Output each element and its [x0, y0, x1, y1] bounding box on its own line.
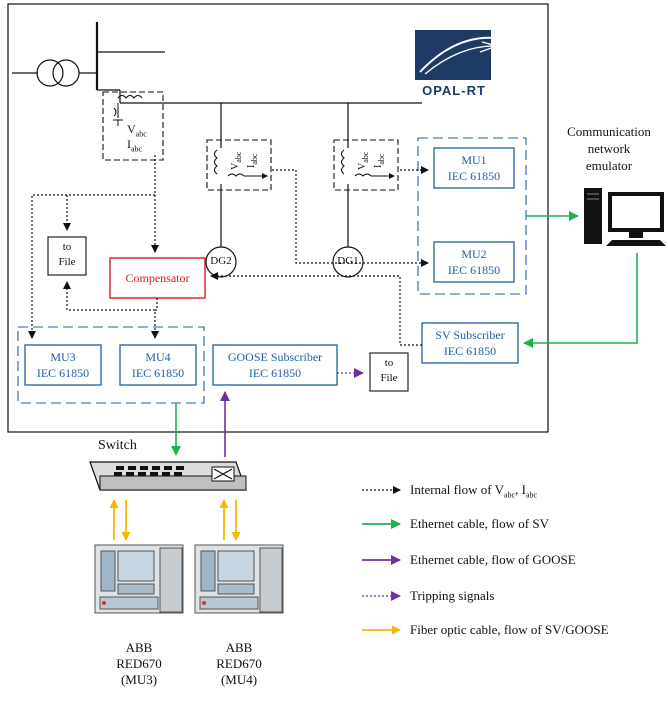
- transformer-icon: [37, 60, 63, 86]
- switch-icon: [90, 462, 246, 490]
- legend-internal-flow: Internal flow of Vabc, Iabc: [410, 482, 537, 500]
- compensator-label: Compensator: [110, 270, 205, 286]
- switch-label: Switch: [98, 438, 137, 454]
- legend-sv: Ethernet cable, flow of SV: [410, 516, 549, 532]
- opal-rt-logo-text: OPAL-RT: [414, 83, 494, 98]
- legend-arrows: [362, 490, 400, 630]
- main-voltage-label: Vabc: [127, 122, 147, 138]
- legend-goose: Ethernet cable, flow of GOOSE: [410, 552, 576, 568]
- relay-mu4-icon: [195, 545, 283, 613]
- legend-tripping: Tripping signals: [410, 588, 494, 604]
- dg1-current-label: Iabc: [373, 154, 386, 168]
- relay-mu3-icon: [95, 545, 183, 613]
- dg1-measure-label: Vabc: [357, 152, 370, 170]
- dg2-measure-label: Vabc: [230, 152, 243, 170]
- dg2-current-label: Iabc: [246, 154, 259, 168]
- legend-fiber: Fiber optic cable, flow of SV/GOOSE: [410, 622, 609, 638]
- opal-rt-logo: [415, 30, 497, 80]
- dg1-label: DG1: [332, 255, 364, 267]
- pc-icon: [584, 188, 666, 246]
- dg2-label: DG2: [205, 255, 237, 267]
- main-current-label: Iabc: [127, 137, 142, 153]
